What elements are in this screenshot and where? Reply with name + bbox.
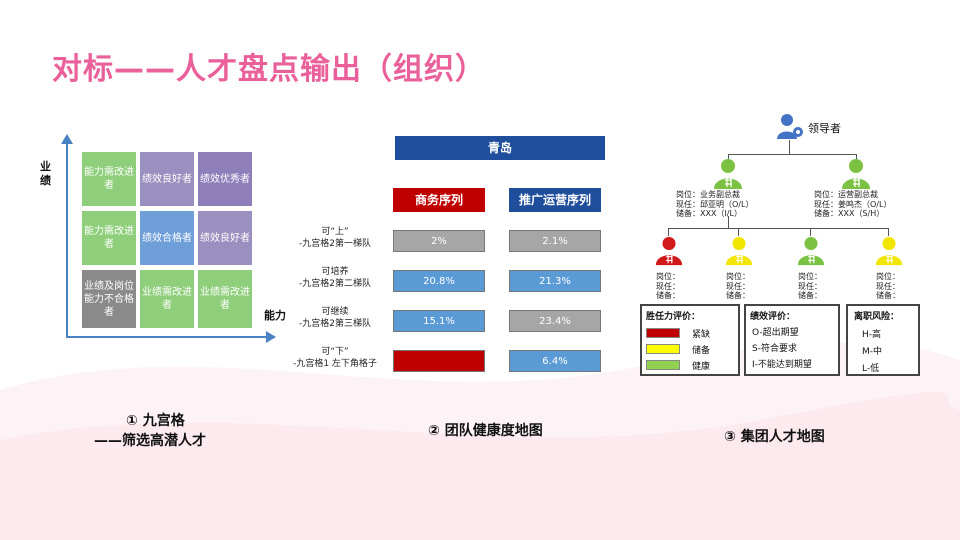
staff-info: 岗位：现任：储备： <box>876 272 900 300</box>
connector <box>738 228 739 236</box>
nine-box-cell: 绩效优秀者 <box>198 152 252 206</box>
x-axis-arrow <box>266 331 276 343</box>
nine-box-cell: 业绩需改进者 <box>198 270 252 328</box>
y-axis <box>66 142 68 338</box>
legend-title: 绩效评价： <box>750 312 796 322</box>
legend-item: 紧缺 <box>692 330 711 340</box>
value-cell: 15.1% <box>393 310 485 332</box>
nine-box-subcaption: ——筛选高潜人才 <box>94 433 206 449</box>
connector <box>810 228 811 236</box>
value-cell: 6.4% <box>509 350 601 372</box>
connector <box>728 154 856 155</box>
staff-info: 岗位：现任：储备： <box>798 272 822 300</box>
legend-item: M-中 <box>862 347 883 357</box>
staff-person-icon <box>875 236 903 266</box>
team-health-caption: ② 团队健康度地图 <box>428 423 543 439</box>
connector <box>728 216 729 228</box>
manager-info: 岗位：业务副总裁现任：邱亚明（O/L）储备：XXX（I/L） <box>676 190 754 218</box>
background-wave <box>0 342 960 540</box>
nine-box-cell: 绩效良好者 <box>140 152 194 206</box>
x-axis-label: 能力 <box>264 309 286 322</box>
nine-box-cell: 业绩及岗位能力不合格者 <box>82 270 136 328</box>
staff-info: 岗位：现任：储备： <box>656 272 680 300</box>
manager-person-icon <box>842 159 870 189</box>
legend-swatch <box>646 344 680 354</box>
legend-item: H-高 <box>862 330 882 340</box>
connector <box>668 228 888 229</box>
connector <box>728 154 729 162</box>
leader-person-icon <box>777 114 803 139</box>
leader-label: 领导者 <box>808 122 841 135</box>
nine-box-cell: 绩效良好者 <box>198 211 252 265</box>
legend-item: O-超出期望 <box>752 328 799 338</box>
row-label: 可“上”-九宫格2第一梯队 <box>299 227 371 249</box>
row-label: 可继续-九宫格2第三梯队 <box>299 307 371 329</box>
city-header: 青岛 <box>395 136 605 160</box>
page-title: 对标——人才盘点输出（组织） <box>52 52 486 87</box>
performance-legend <box>744 304 840 376</box>
connector <box>668 228 669 236</box>
legend-item: I-不能达到期望 <box>752 360 812 370</box>
manager-person-icon <box>714 159 742 189</box>
connector <box>888 228 889 236</box>
legend-item: 健康 <box>692 362 711 372</box>
value-cell: 20.8% <box>393 270 485 292</box>
legend-item: S-符合要求 <box>752 344 797 354</box>
x-axis <box>66 336 268 338</box>
turnover-risk-legend <box>846 304 920 376</box>
y-axis-arrow <box>61 134 73 144</box>
manager-info: 岗位：运营副总裁现任：姜鸣杰（O/L）储备：XXX（S/H） <box>814 190 892 218</box>
org-map-caption: ③ 集团人才地图 <box>724 429 825 445</box>
connector <box>789 140 790 154</box>
nine-box-cell: 业绩需改进者 <box>140 270 194 328</box>
legend-swatch <box>646 328 680 338</box>
legend-swatch <box>646 360 680 370</box>
column-header-operations: 推广运营序列 <box>509 188 601 212</box>
value-cell: 23.4% <box>509 310 601 332</box>
value-cell: 2.1% <box>509 230 601 252</box>
nine-box-cell: 绩效合格者 <box>140 211 194 265</box>
legend-title: 胜任力评价： <box>646 312 701 322</box>
nine-box-caption: ① 九宫格 <box>126 413 185 429</box>
column-header-business: 商务序列 <box>393 188 485 212</box>
value-cell <box>393 350 485 372</box>
staff-person-icon <box>797 236 825 266</box>
y-axis-label: 业绩 <box>40 160 51 187</box>
legend-item: L-低 <box>862 364 880 374</box>
connector <box>856 154 857 162</box>
nine-box-cell: 能力需改进者 <box>82 211 136 265</box>
legend-title: 离职风险： <box>854 312 900 322</box>
row-label: 可培养-九宫格2第二梯队 <box>299 267 371 289</box>
nine-box-cell: 能力需改进者 <box>82 152 136 206</box>
legend-item: 储备 <box>692 346 711 356</box>
staff-info: 岗位：现任：储备： <box>726 272 750 300</box>
row-label: 可“下”-九宫格1 左下角格子 <box>293 347 377 369</box>
value-cell: 21.3% <box>509 270 601 292</box>
staff-person-icon <box>655 236 683 266</box>
staff-person-icon <box>725 236 753 266</box>
value-cell: 2% <box>393 230 485 252</box>
